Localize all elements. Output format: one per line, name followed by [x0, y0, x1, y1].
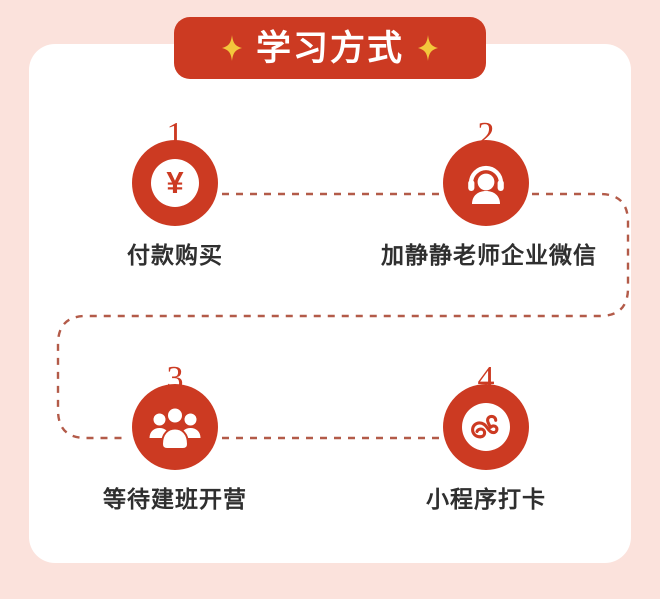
- step-icon-badge: [132, 384, 218, 470]
- badge-disc: [132, 384, 218, 470]
- step-label: 小程序打卡: [426, 487, 546, 512]
- step-item-2[interactable]: 2 加静静老师企业微信: [381, 118, 597, 270]
- page-title: 学习方式: [255, 28, 404, 68]
- badge-disc: [443, 140, 529, 226]
- step-label: 加静静老师企业微信: [381, 243, 597, 268]
- people-group-icon: [149, 406, 201, 450]
- step-item-1[interactable]: 1 ¥ 付款购买: [70, 118, 280, 270]
- headset-support-agent-icon: [468, 165, 504, 204]
- step-label: 等待建班开营: [103, 487, 247, 512]
- step-icon-badge: [443, 384, 529, 470]
- sparkle-icon: [418, 35, 438, 61]
- badge-inner-disc: ¥: [151, 159, 199, 207]
- wechat-mini-program-icon: [471, 414, 499, 439]
- badge-ring: [443, 384, 529, 470]
- step-label: 付款购买: [127, 243, 223, 268]
- header-banner: 学习方式: [174, 17, 486, 79]
- yen-currency-icon: ¥: [166, 165, 184, 200]
- step-item-4[interactable]: 4 小程序打卡: [381, 362, 591, 514]
- sparkle-icon: [221, 35, 242, 61]
- badge-ring: ¥: [132, 140, 218, 226]
- badge-inner-disc: [462, 403, 510, 451]
- step-icon-badge: ¥: [132, 140, 218, 226]
- step-icon-badge: [443, 140, 529, 226]
- step-item-3[interactable]: 3 等待建班开营: [70, 362, 280, 514]
